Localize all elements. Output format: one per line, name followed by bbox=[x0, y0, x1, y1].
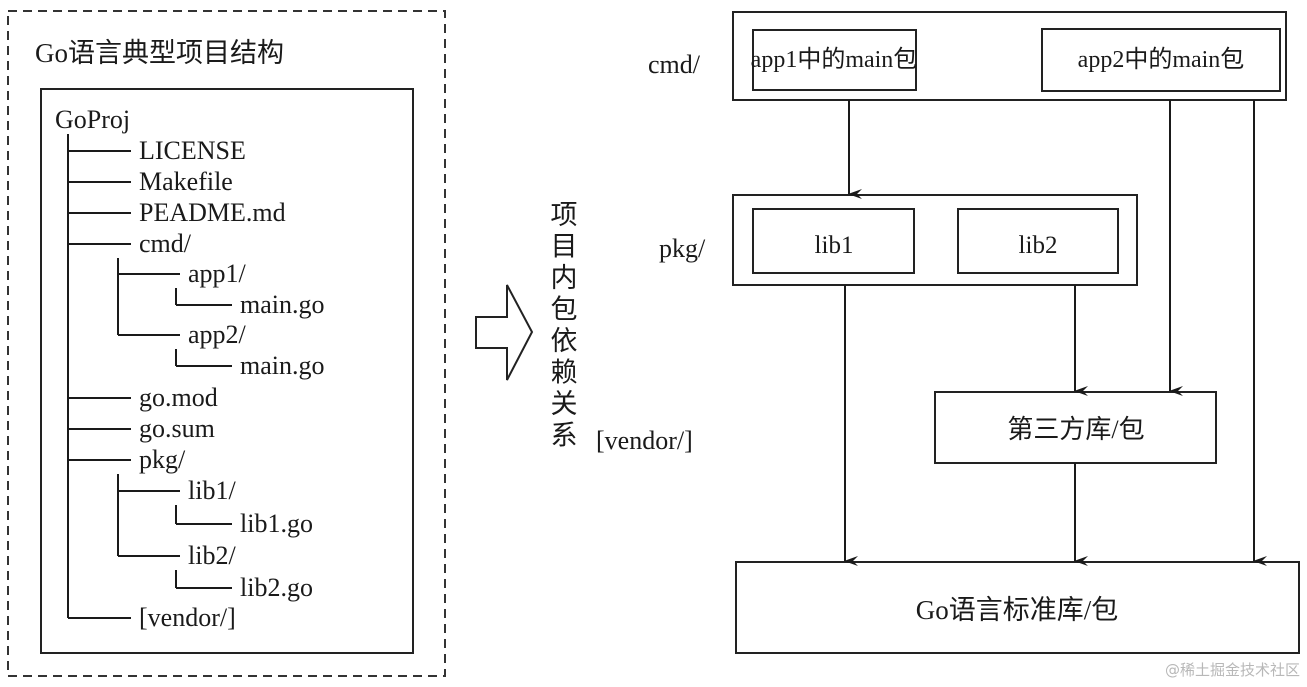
lib2-box bbox=[957, 208, 1119, 274]
row-label-cmd: cmd/ bbox=[648, 50, 701, 79]
app1-main-box bbox=[752, 29, 917, 91]
tree-item: LICENSE bbox=[139, 136, 246, 165]
project-structure-panel: Go语言典型项目结构 GoProjLICENSEMakefilePEADME.m… bbox=[7, 10, 446, 677]
stdlib-label: Go语言标准库/包 bbox=[916, 595, 1119, 625]
tree-item: pkg/ bbox=[139, 445, 186, 474]
tree-item: lib1.go bbox=[240, 509, 313, 538]
vertical-label-char: 赖 bbox=[551, 358, 578, 388]
row-label-pkg: pkg/ bbox=[659, 234, 706, 263]
lib1-label: lib1 bbox=[815, 232, 854, 259]
tree-item: go.mod bbox=[139, 383, 218, 412]
vertical-label-char: 系 bbox=[551, 421, 578, 451]
vertical-label-char: 关 bbox=[551, 389, 578, 419]
tree-item: lib2.go bbox=[240, 573, 313, 602]
watermark: @稀土掘金技术社区 bbox=[1165, 661, 1300, 679]
tree-frame bbox=[40, 88, 414, 654]
tree-item: GoProj bbox=[55, 105, 130, 134]
tree-item: app1/ bbox=[188, 259, 247, 288]
tree-item: Makefile bbox=[139, 167, 233, 196]
lib2-label: lib2 bbox=[1019, 232, 1058, 259]
vertical-label-char: 项 bbox=[551, 200, 578, 230]
app2-main-label: app2中的main包 bbox=[1078, 46, 1245, 73]
stdlib-box bbox=[735, 561, 1300, 654]
tree-item: app2/ bbox=[188, 320, 247, 349]
tree-item: lib1/ bbox=[188, 476, 236, 505]
vertical-label-char: 内 bbox=[551, 263, 578, 293]
app2-main-box bbox=[1041, 28, 1281, 92]
third-party-box bbox=[934, 391, 1217, 464]
third-party-label: 第三方库/包 bbox=[1007, 415, 1144, 444]
vertical-label-char: 依 bbox=[551, 326, 578, 356]
lib1-box bbox=[752, 208, 915, 274]
tree-connectors bbox=[67, 134, 232, 619]
structure-title: Go语言典型项目结构 bbox=[35, 38, 284, 68]
tree-labels: GoProjLICENSEMakefilePEADME.mdcmd/app1/m… bbox=[55, 105, 325, 632]
tree-item: main.go bbox=[240, 290, 325, 319]
vertical-label-char: 目 bbox=[551, 232, 578, 262]
tree-item: main.go bbox=[240, 351, 325, 380]
tree-item: lib2/ bbox=[188, 541, 236, 570]
hollow-right-arrow-icon bbox=[475, 284, 534, 381]
vertical-label-char: 包 bbox=[551, 295, 578, 325]
tree-item: [vendor/] bbox=[139, 603, 236, 632]
tree-item: cmd/ bbox=[139, 229, 192, 258]
tree-item: PEADME.md bbox=[139, 198, 286, 227]
dependency-panel: cmd/ pkg/ [vendor/] app1中的main包 app2中的ma… bbox=[596, 11, 1300, 654]
app1-main-label: app1中的main包 bbox=[751, 46, 918, 73]
tree-item: go.sum bbox=[139, 414, 215, 443]
row-label-vendor: [vendor/] bbox=[596, 426, 693, 455]
dependency-edges bbox=[844, 100, 1267, 566]
outer-dashed-frame bbox=[7, 10, 446, 677]
